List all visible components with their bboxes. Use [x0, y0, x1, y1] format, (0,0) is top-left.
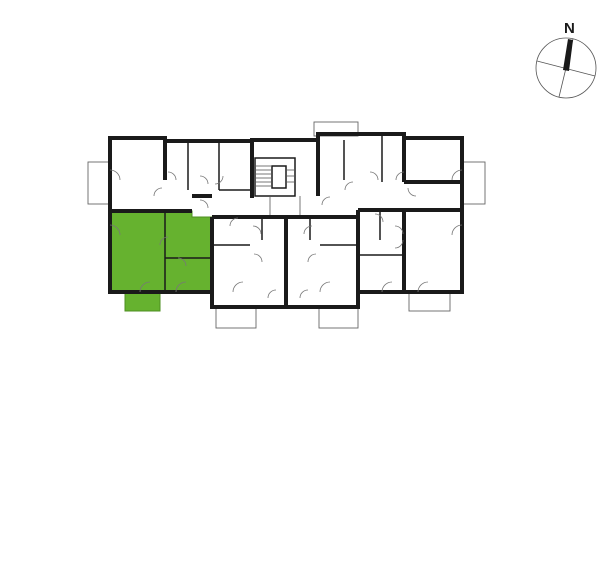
- apartment-fill[interactable]: [109, 210, 213, 293]
- apartment-balcony-fill[interactable]: [124, 291, 161, 312]
- doors: [109, 169, 463, 299]
- balcony-south-3: [408, 291, 451, 312]
- stairwell: [254, 157, 301, 215]
- balcony-south-1: [215, 306, 257, 329]
- balconies: [87, 121, 486, 329]
- balcony-west: [87, 161, 111, 205]
- selected-apartment[interactable]: [109, 210, 213, 312]
- compass: N: [535, 20, 597, 99]
- inner-walls: [110, 138, 462, 307]
- balcony-east: [461, 161, 486, 205]
- compass-circle: [535, 37, 597, 99]
- compass-needle-icon: [563, 39, 573, 71]
- partitions: [164, 134, 404, 292]
- compass-north-label: N: [564, 20, 575, 37]
- balcony-south-2: [318, 306, 359, 329]
